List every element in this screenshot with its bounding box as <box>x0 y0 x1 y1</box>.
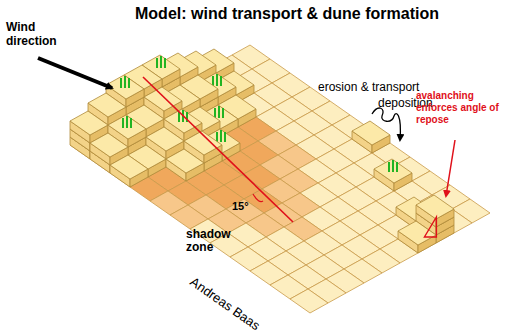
sand-block-top <box>144 87 182 111</box>
vegetation <box>130 118 132 128</box>
author-watermark: Andreas Baas <box>187 274 263 333</box>
repose-angle-mark <box>424 217 436 237</box>
vegetation <box>220 76 222 86</box>
sand-block-top <box>88 93 126 117</box>
sand-block-top <box>218 95 256 119</box>
shadow-line <box>143 77 293 222</box>
vegetation <box>396 162 398 172</box>
vegetation <box>216 74 218 86</box>
vegetation <box>126 116 128 128</box>
sand-block-top <box>126 105 164 129</box>
wind-arrow <box>38 58 112 88</box>
avalanche-label: avalanching enforces angle of repose <box>416 90 508 126</box>
vegetation <box>224 132 226 142</box>
vegetation <box>124 76 126 88</box>
sand-block-top <box>70 111 108 135</box>
avalanche-pointer <box>446 140 455 196</box>
sand-block-top <box>352 121 390 145</box>
vegetation <box>122 118 124 128</box>
vegetation <box>218 106 220 118</box>
sand-block-top <box>110 155 148 179</box>
vegetation <box>156 58 158 68</box>
sand-block-top <box>108 115 146 139</box>
ground-cell <box>290 289 328 313</box>
sand-block-top <box>416 195 454 219</box>
sand-block-top <box>90 133 128 157</box>
diagram-title: Model: wind transport & dune formation <box>0 5 508 23</box>
process-label: erosion & transport <box>318 80 419 94</box>
vegetation <box>128 78 130 88</box>
vegetation <box>120 78 122 88</box>
transport-arrow <box>372 108 400 140</box>
angle-arc <box>253 194 263 202</box>
vegetation <box>388 162 390 172</box>
wind-label: Wind direction <box>6 20 76 48</box>
zone-label: shadow zone <box>186 228 234 254</box>
vegetation <box>160 56 162 68</box>
sand-block-top <box>374 159 412 183</box>
sand-block-top <box>166 149 204 173</box>
vegetation <box>212 76 214 86</box>
vegetation <box>214 108 216 118</box>
sand-block-top <box>146 127 184 151</box>
sand-block-top <box>398 221 436 245</box>
vegetation <box>392 160 394 172</box>
vegetation <box>220 130 222 142</box>
vegetation <box>222 108 224 118</box>
vegetation <box>216 132 218 142</box>
vegetation <box>164 58 166 68</box>
angle-label: 15° <box>232 200 249 212</box>
